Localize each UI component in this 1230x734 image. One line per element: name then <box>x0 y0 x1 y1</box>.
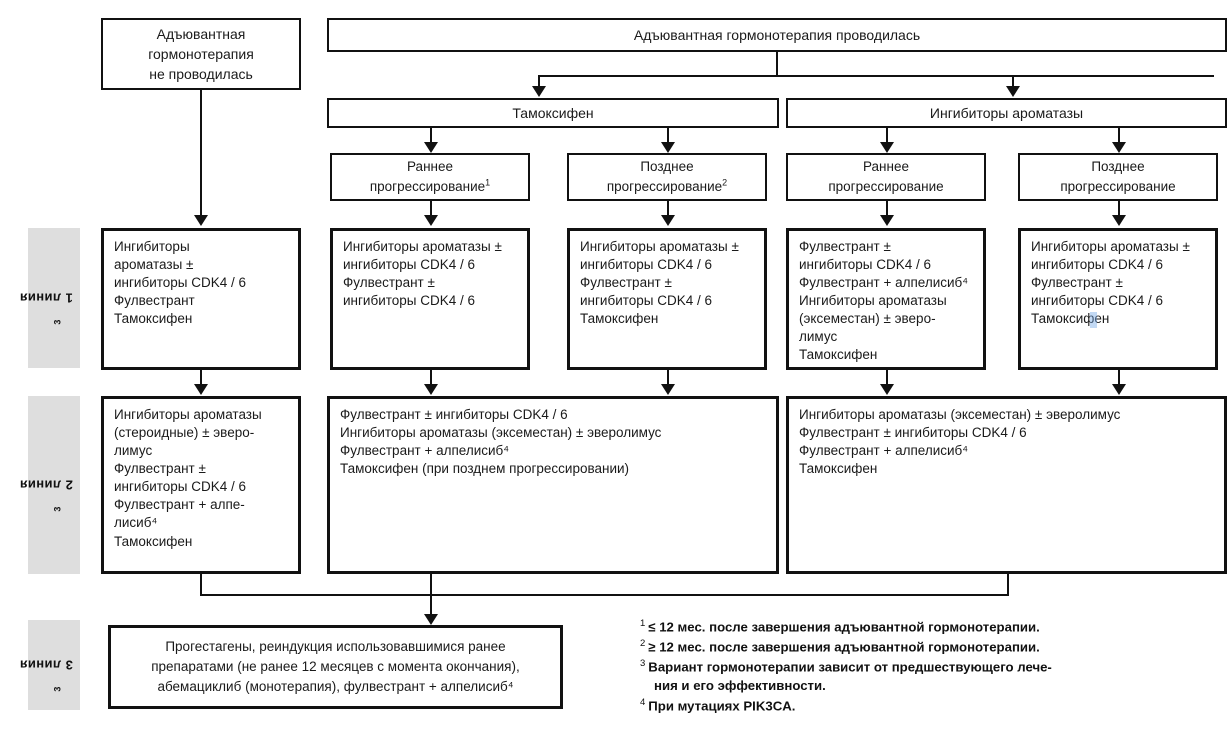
connector-tamoxifen-to-late <box>667 128 669 145</box>
node-tam-early-progression[interactable]: Раннее прогрессирование1 <box>330 153 530 201</box>
node-aromatase-inhibitors[interactable]: Ингибиторы ароматазы <box>786 98 1227 128</box>
footnote-1: 1≤ 12 мес. после завершения адъювантной … <box>640 617 1230 637</box>
footnote-3-text: Вариант гормонотерапии зависит от предше… <box>648 659 1052 694</box>
connector-root-to-tamoxifen <box>538 75 540 89</box>
arrowhead-root-to-ai <box>1006 86 1020 97</box>
connector-ai-to-early <box>886 128 888 145</box>
connector-root-to-ai <box>1012 75 1014 89</box>
footnotes-block: 1≤ 12 мес. после завершения адъювантной … <box>640 617 1230 716</box>
connector-ailate-to-line1 <box>1118 201 1120 218</box>
connector-line1-col1-down <box>200 370 202 387</box>
connector-tamoxifen-to-early <box>430 128 432 145</box>
arrowhead-line1-col4-down <box>880 384 894 395</box>
footnote-2-text: ≥ 12 мес. после завершения адъювантной г… <box>648 639 1040 655</box>
connector-line3-merge-bus <box>200 594 1009 596</box>
footnote-1-mark: 1 <box>640 618 646 629</box>
connector-line1-col2-down <box>430 370 432 387</box>
arrowhead-line1-col2-down <box>424 384 438 395</box>
arrowhead-line1-col5-down <box>1112 384 1126 395</box>
connector-tamearly-to-line1 <box>430 201 432 218</box>
footnote-1-text: ≤ 12 мес. после завершения адъювантной г… <box>648 619 1040 635</box>
text-caret-artifact <box>1090 312 1097 328</box>
stage-mark-line-2: 3 <box>52 506 63 512</box>
tam-early-mark: 1 <box>485 177 491 188</box>
stage-tab-line-2: 2 линия 3 <box>20 396 80 574</box>
node-line1-no-adjuvant[interactable]: Ингибиторы ароматазы ± ингибиторы CDK4 /… <box>101 228 301 370</box>
node-no-adjuvant[interactable]: Адъювантная гормонотерапия не проводилас… <box>101 18 301 90</box>
stage-tab-line-1: 1 линия 3 <box>20 228 80 368</box>
node-line1-ai-late[interactable]: Ингибиторы ароматазы ± ингибиторы CDK4 /… <box>1018 228 1218 370</box>
node-tam-late-progression[interactable]: Позднее прогрессирование2 <box>567 153 767 201</box>
arrowhead-tamoxifen-to-late <box>661 142 675 153</box>
connector-line1-col5-down <box>1118 370 1120 387</box>
arrowhead-ai-to-late <box>1112 142 1126 153</box>
connector-line2-col2-to-line3 <box>430 574 432 617</box>
stage-mark-line-3: 3 <box>52 686 63 692</box>
arrowhead-aiearly-to-line1 <box>880 215 894 226</box>
node-line1-tam-early[interactable]: Ингибиторы ароматазы ± ингибиторы CDK4 /… <box>330 228 530 370</box>
tam-early-label: Раннее прогрессирование <box>369 159 486 194</box>
arrowhead-root-to-tamoxifen <box>532 86 546 97</box>
arrowhead-to-line3 <box>424 614 438 625</box>
arrowhead-ai-to-early <box>880 142 894 153</box>
node-adjuvant-done[interactable]: Адъювантная гормонотерапия проводилась <box>327 18 1227 52</box>
connector-line2-col3-stem <box>1007 574 1009 595</box>
connector-line2-col1-stem <box>200 574 202 595</box>
footnote-4-text: При мутациях PIK3CA. <box>648 698 796 714</box>
node-line2-no-adjuvant[interactable]: Ингибиторы ароматазы (стероидные) ± эвер… <box>101 396 301 574</box>
node-line1-tam-late[interactable]: Ингибиторы ароматазы ± ингибиторы CDK4 /… <box>567 228 767 370</box>
arrowhead-tamoxifen-to-early <box>424 142 438 153</box>
arrowhead-ailate-to-line1 <box>1112 215 1126 226</box>
arrowhead-tamlate-to-line1 <box>661 215 675 226</box>
tam-late-mark: 2 <box>722 177 728 188</box>
connector-line1-col3-down <box>667 370 669 387</box>
node-line2-tamoxifen-branch[interactable]: Фулвестрант ± ингибиторы CDK4 / 6 Ингиби… <box>327 396 779 574</box>
arrowhead-line1-col1-down <box>194 384 208 395</box>
tam-late-label: Позднее прогрессирование <box>606 159 723 194</box>
node-line3-all[interactable]: Прогестагены, реиндукция использовавшими… <box>108 625 563 709</box>
node-line2-ai-branch[interactable]: Ингибиторы ароматазы (эксеместан) ± эвер… <box>786 396 1227 574</box>
node-line1-ai-early[interactable]: Фулвестрант ± ингибиторы CDK4 / 6 Фулвес… <box>786 228 986 370</box>
stage-tab-line-3: 3 линия 3 <box>20 620 80 710</box>
arrowhead-line1-col3-down <box>661 384 675 395</box>
footnote-3-mark: 3 <box>640 658 646 670</box>
footnote-2-mark: 2 <box>640 638 646 650</box>
connector-root-bus <box>538 75 1214 77</box>
connector-line1-col4-down <box>886 370 888 387</box>
arrowhead-tamearly-to-line1 <box>424 215 438 226</box>
connector-ai-to-late <box>1118 128 1120 145</box>
stage-label-line-2: 2 линия <box>19 477 74 493</box>
connector-root-stem <box>776 52 778 76</box>
connector-noadjuvant-to-line1 <box>200 90 202 218</box>
node-tamoxifen[interactable]: Тамоксифен <box>327 98 779 128</box>
connector-aiearly-to-line1 <box>886 201 888 218</box>
footnote-2: 2≥ 12 мес. после завершения адъювантной … <box>640 637 1230 657</box>
stage-label-line-1: 1 линия <box>19 290 74 306</box>
node-ai-early-progression[interactable]: Раннее прогрессирование <box>786 153 986 201</box>
node-ai-late-progression[interactable]: Позднее прогрессирование <box>1018 153 1218 201</box>
arrowhead-noadjuvant-to-line1 <box>194 215 208 226</box>
stage-label-line-3: 3 линия <box>19 657 74 673</box>
stage-mark-line-1: 3 <box>52 319 63 325</box>
footnote-4-mark: 4 <box>640 697 646 709</box>
connector-tamlate-to-line1 <box>667 201 669 218</box>
